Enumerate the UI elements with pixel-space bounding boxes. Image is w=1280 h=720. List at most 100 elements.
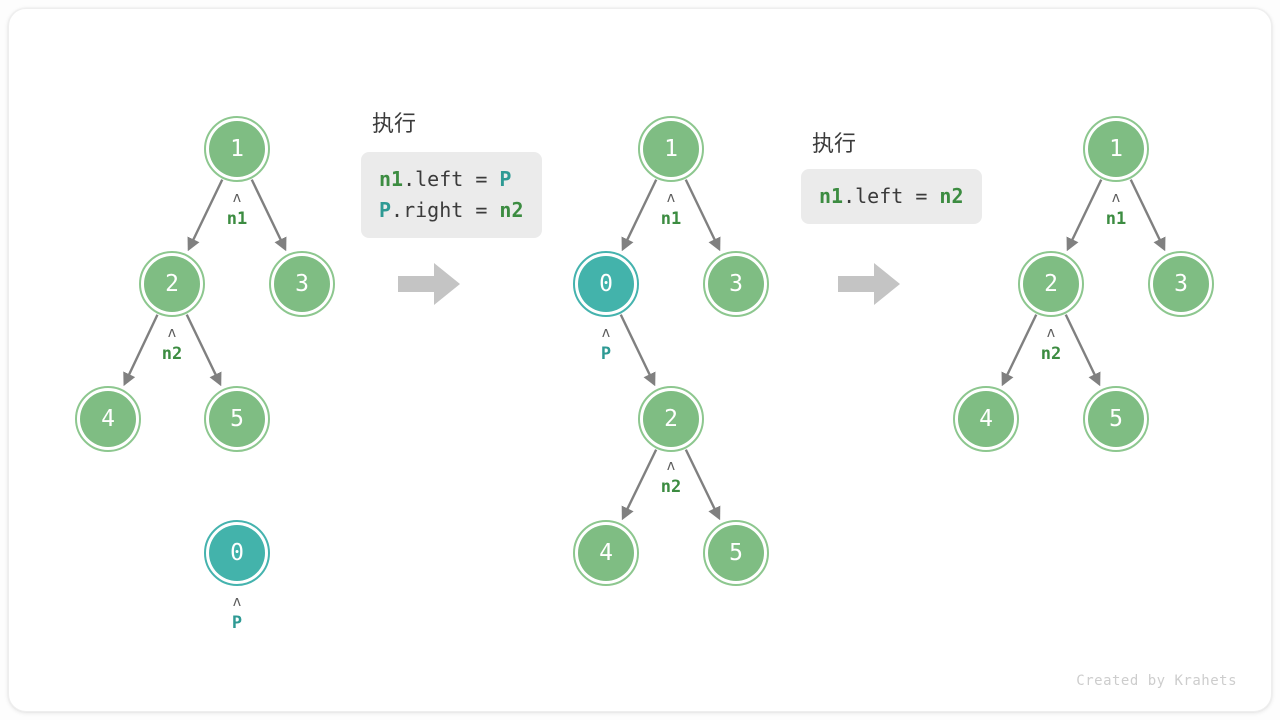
tree-node-ring xyxy=(269,251,335,317)
watermark: Created by Krahets xyxy=(1076,673,1237,689)
caret-icon: ʌ xyxy=(666,458,676,474)
tree-node-value: 0 xyxy=(599,270,613,297)
pointer-label-text: n1 xyxy=(660,209,682,229)
tree-node[interactable]: 4 xyxy=(953,386,1019,452)
step-3-code-block: n1.left = n2 xyxy=(801,169,982,224)
tree-node-ring xyxy=(1148,251,1214,317)
tree-node-ring xyxy=(1083,386,1149,452)
tree-edge xyxy=(684,179,721,252)
pointer-label: ʌ n2 xyxy=(162,326,182,363)
tree-node[interactable]: 5 xyxy=(703,520,769,586)
tree-node-ring xyxy=(75,386,141,452)
pointer-label: ʌ n2 xyxy=(661,459,681,496)
code-token: .left = xyxy=(843,184,940,208)
tree-node-value: 1 xyxy=(1109,135,1123,162)
tree-node[interactable]: 3 xyxy=(1148,251,1214,317)
tree-node[interactable]: 1 xyxy=(1083,116,1149,182)
step-2-title: 执行 xyxy=(372,111,417,136)
tree-edge xyxy=(1001,314,1038,387)
tree-edge xyxy=(250,179,287,252)
pointer-label-text: P xyxy=(600,344,612,364)
code-token: .right = xyxy=(391,198,500,222)
tree-node[interactable]: 2 xyxy=(638,386,704,452)
tree-node-disc xyxy=(1088,121,1144,177)
tree-node-ring xyxy=(204,520,270,586)
tree-node-disc xyxy=(80,391,136,447)
tree-node[interactable]: 1 xyxy=(204,116,270,182)
code-line: n1.left = n2 xyxy=(819,181,964,212)
code-token: n1 xyxy=(819,184,844,208)
caret-icon: ʌ xyxy=(601,325,611,341)
step-3-title: 执行 xyxy=(812,131,857,156)
tree-edge xyxy=(1064,314,1101,387)
tree-node-disc xyxy=(958,391,1014,447)
tree-node[interactable]: 3 xyxy=(269,251,335,317)
tree-edges-layer xyxy=(123,179,1166,521)
code-token: P xyxy=(499,167,512,191)
tree-node[interactable]: 4 xyxy=(75,386,141,452)
tree-node-disc xyxy=(708,256,764,312)
tree-node[interactable]: 0 xyxy=(204,520,270,586)
right-arrow-icon xyxy=(836,260,902,313)
tree-edge xyxy=(619,314,656,387)
code-line: P.right = n2 xyxy=(379,195,524,226)
caret-icon: ʌ xyxy=(666,190,676,206)
tree-node[interactable]: 2 xyxy=(139,251,205,317)
caret-icon: ʌ xyxy=(167,325,177,341)
tree-node-disc xyxy=(1153,256,1209,312)
tree-node-ring xyxy=(703,251,769,317)
caret-icon: ʌ xyxy=(1111,190,1121,206)
code-token: n2 xyxy=(939,184,964,208)
tree-node-value: 4 xyxy=(599,539,613,566)
tree-node-ring xyxy=(204,386,270,452)
tree-node-disc xyxy=(209,121,265,177)
tree-node-value: 3 xyxy=(295,270,309,297)
tree-node-ring xyxy=(703,520,769,586)
tree-node-value: 2 xyxy=(165,270,179,297)
right-arrow-icon xyxy=(396,260,462,313)
tree-node-ring xyxy=(204,116,270,182)
tree-edge xyxy=(187,179,224,252)
tree-node[interactable]: 4 xyxy=(573,520,639,586)
tree-node-disc xyxy=(708,525,764,581)
tree-node-disc xyxy=(144,256,200,312)
tree-node-value: 1 xyxy=(664,135,678,162)
tree-node-value: 4 xyxy=(101,405,115,432)
pointer-label-text: n1 xyxy=(1105,209,1127,229)
caret-icon: ʌ xyxy=(232,594,242,610)
tree-node-disc xyxy=(578,525,634,581)
tree-node[interactable]: 2 xyxy=(1018,251,1084,317)
code-token: n1 xyxy=(379,167,404,191)
tree-node-disc xyxy=(209,391,265,447)
tree-node-disc xyxy=(209,525,265,581)
tree-node-ring xyxy=(139,251,205,317)
tree-node-ring xyxy=(953,386,1019,452)
tree-node[interactable]: 5 xyxy=(204,386,270,452)
tree-node-ring xyxy=(1083,116,1149,182)
tree-node-value: 0 xyxy=(230,539,244,566)
pointer-label-text: n2 xyxy=(1040,344,1062,364)
tree-node-value: 2 xyxy=(664,405,678,432)
tree-node-ring xyxy=(1018,251,1084,317)
tree-node-disc xyxy=(1088,391,1144,447)
tree-node-ring xyxy=(573,251,639,317)
tree-node[interactable]: 5 xyxy=(1083,386,1149,452)
pointer-label-text: n1 xyxy=(226,209,248,229)
tree-edge xyxy=(621,449,658,521)
tree-edge xyxy=(684,449,721,521)
tree-edge xyxy=(185,314,222,387)
tree-node[interactable]: 3 xyxy=(703,251,769,317)
tree-edge xyxy=(1066,179,1103,252)
tree-node[interactable]: 1 xyxy=(638,116,704,182)
pointer-label: ʌ n1 xyxy=(661,191,681,228)
tree-node-value: 4 xyxy=(979,405,993,432)
tree-node[interactable]: 0 xyxy=(573,251,639,317)
tree-node-ring xyxy=(638,386,704,452)
pointer-label-text: n2 xyxy=(660,477,682,497)
pointer-label-text: n2 xyxy=(161,344,183,364)
